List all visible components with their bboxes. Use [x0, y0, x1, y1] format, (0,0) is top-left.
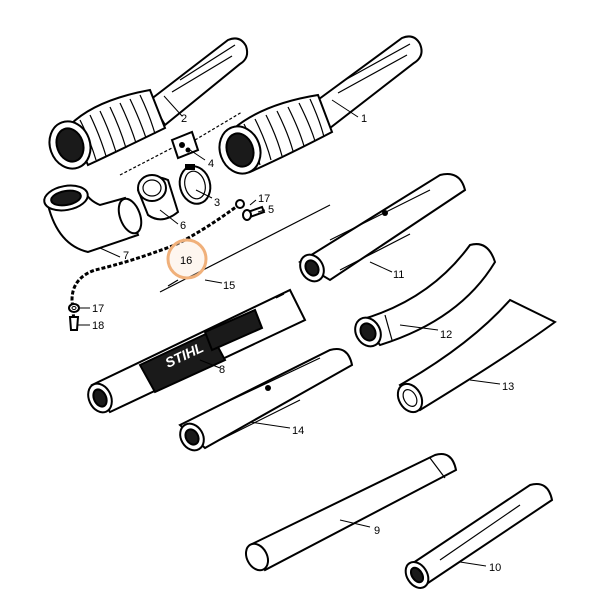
highlight-ring-16: [166, 238, 208, 280]
part-1-flex-hose[interactable]: [213, 35, 423, 179]
part-2-flex-hose[interactable]: [43, 37, 249, 174]
part-16-chain[interactable]: [70, 199, 245, 323]
callout-leaders: [78, 95, 501, 567]
callout-17-upper[interactable]: 17: [258, 193, 270, 205]
part-9-long-tube[interactable]: [242, 453, 458, 574]
callout-12[interactable]: 12: [440, 329, 452, 341]
callout-13[interactable]: 13: [502, 381, 514, 393]
callout-1[interactable]: 1: [361, 113, 367, 125]
callout-2[interactable]: 2: [181, 113, 187, 125]
part-7-elbow[interactable]: [42, 182, 145, 254]
callout-14[interactable]: 14: [292, 425, 304, 437]
callout-4[interactable]: 4: [208, 158, 214, 170]
callout-7[interactable]: 7: [123, 250, 129, 262]
part-8-blower-tube[interactable]: STIHL: [84, 288, 307, 416]
callout-10[interactable]: 10: [489, 562, 501, 574]
part-14-tube-section[interactable]: [175, 348, 354, 455]
callout-15[interactable]: 15: [223, 280, 235, 292]
callout-9[interactable]: 9: [374, 525, 380, 537]
part-12-curved-nozzle[interactable]: [350, 243, 497, 351]
callout-5[interactable]: 5: [268, 204, 274, 216]
part-6-sleeve[interactable]: [136, 174, 180, 221]
part-10-long-tube[interactable]: [401, 483, 554, 592]
callout-18[interactable]: 18: [92, 320, 104, 332]
callout-16[interactable]: 16: [180, 255, 192, 267]
part-13-flat-nozzle[interactable]: [393, 298, 557, 416]
part-17-washer[interactable]: [68, 303, 80, 313]
callout-17-lower[interactable]: 17: [92, 303, 104, 315]
callout-11[interactable]: 11: [393, 269, 404, 281]
part-18-screw[interactable]: [68, 316, 80, 331]
callout-8[interactable]: 8: [219, 364, 225, 376]
part-5-screw[interactable]: [242, 205, 266, 221]
callout-3[interactable]: 3: [214, 197, 220, 209]
callout-labels: 1 2 3 4 5 6 7 8 9 10 11 12 13 14 15 16 1…: [92, 113, 514, 574]
callout-6[interactable]: 6: [180, 220, 186, 232]
part-11-tube-section[interactable]: [295, 173, 467, 286]
